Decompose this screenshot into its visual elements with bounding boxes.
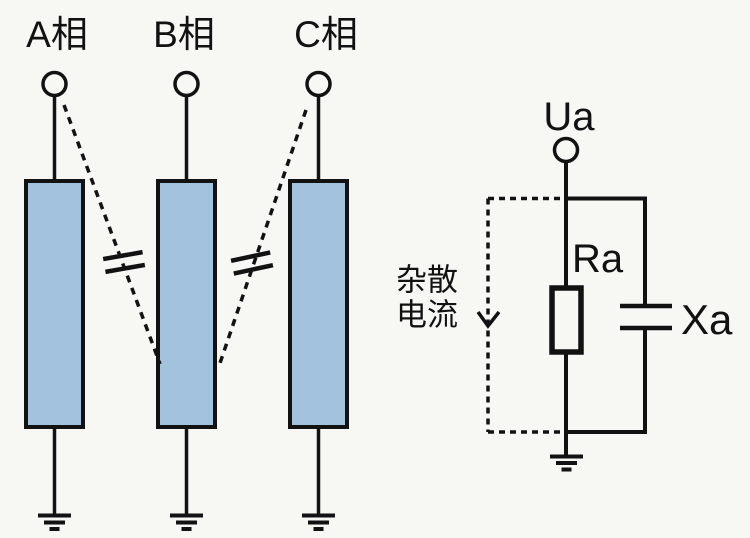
stray-current-label-line2: 电流 xyxy=(396,298,458,333)
phase-c-ground-icon xyxy=(302,513,335,531)
coupling-capacitor-cb-icon xyxy=(230,250,274,276)
capacitor-branch-wire-top xyxy=(566,196,647,306)
stray-current-loop xyxy=(476,196,566,434)
phase-a-terminal-icon xyxy=(41,70,68,98)
phase-b-group: B相 xyxy=(153,14,217,531)
phase-a-winding xyxy=(24,179,85,429)
phase-a-ground-icon xyxy=(38,513,71,531)
phase-c-label: C相 xyxy=(294,14,358,55)
stray-current-label-line1: 杂散 xyxy=(396,263,458,298)
capacitor-branch-wire-bottom xyxy=(566,328,647,434)
phase-b-terminal-icon xyxy=(173,70,200,98)
equivalent-circuit-ground-icon xyxy=(550,454,583,472)
resistor-icon xyxy=(549,285,584,355)
phase-a-label: A相 xyxy=(26,14,88,55)
phase-b-ground-icon xyxy=(170,513,203,531)
equivalent-circuit-group: Ua Ra Xa 杂散 电流 xyxy=(396,95,733,472)
phase-b-label: B相 xyxy=(153,14,215,55)
capacitor-icon xyxy=(620,303,672,331)
phase-b-winding xyxy=(156,179,217,429)
ua-terminal-label: Ua xyxy=(543,95,595,139)
phase-c-group: C相 xyxy=(288,14,358,531)
ua-terminal-icon xyxy=(552,136,580,164)
phase-a-group: A相 xyxy=(24,14,88,531)
coupling-line-c-to-b xyxy=(217,109,308,367)
phase-c-terminal-icon xyxy=(305,70,332,98)
ra-resistor-label: Ra xyxy=(572,237,624,281)
phase-c-winding xyxy=(288,179,349,429)
stray-current-arrow-icon xyxy=(476,310,501,329)
coupling-capacitor-ab-icon xyxy=(102,249,146,275)
xa-capacitor-label: Xa xyxy=(681,296,733,343)
